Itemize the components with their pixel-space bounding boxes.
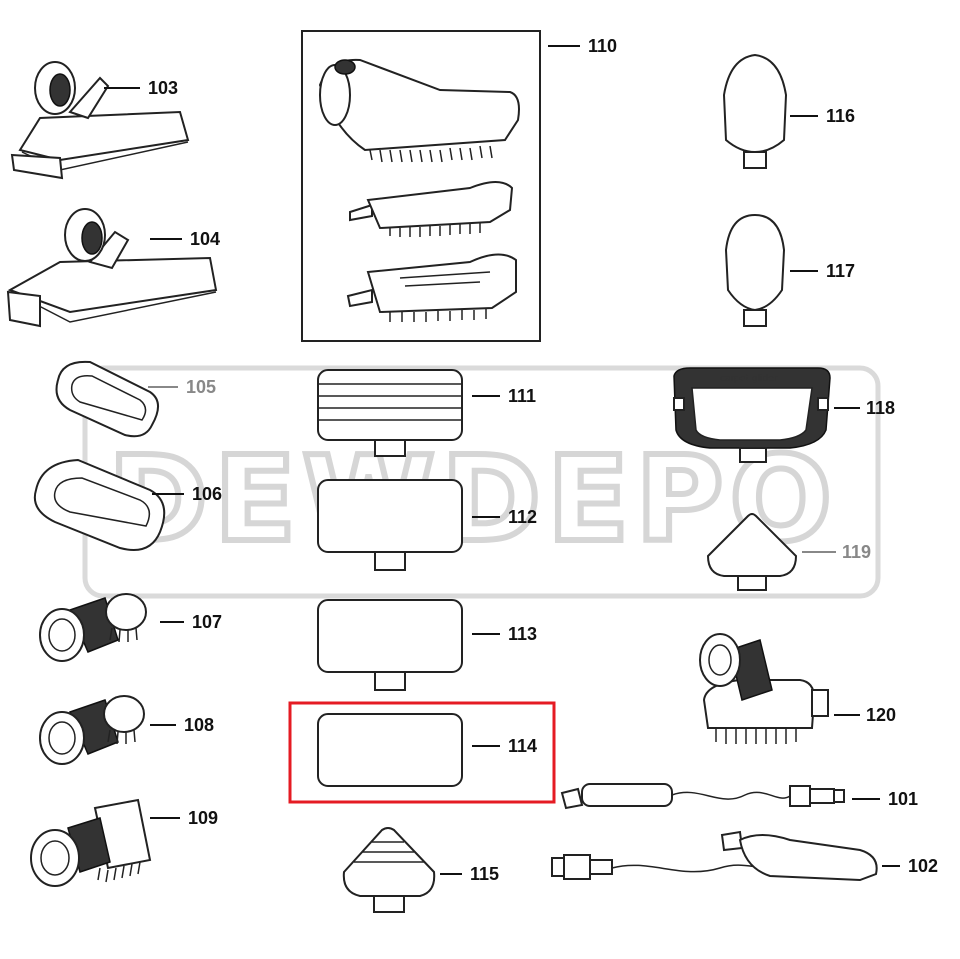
label-120[interactable]: 120 [866,705,896,725]
label-101[interactable]: 101 [888,789,918,809]
label-110[interactable]: 110 [588,36,617,56]
part-104-floor-tool[interactable] [6,208,218,328]
part-105-pad[interactable] [55,360,159,438]
part-102-hose-handle[interactable] [551,830,878,882]
label-107[interactable]: 107 [192,612,222,632]
part-111-pad[interactable] [317,369,463,457]
label-113[interactable]: 113 [508,624,537,644]
label-119[interactable]: 119 [842,542,871,562]
label-106[interactable]: 106 [192,484,222,504]
part-117-nozzle-cap[interactable] [724,213,786,327]
part-113-pad[interactable] [317,599,463,691]
part-106-pad[interactable] [33,458,166,551]
part-101-hose[interactable] [560,783,845,810]
label-103[interactable]: 103 [148,78,178,98]
label-111[interactable]: 111 [508,386,536,406]
part-110-frame [301,30,541,342]
label-116[interactable]: 116 [826,106,855,126]
part-110-steam-tool-assembly[interactable] [318,58,520,322]
label-104[interactable]: 104 [190,229,220,249]
part-118-carpet-glider[interactable]: carpet glider [673,367,831,463]
part-116-nozzle-cap[interactable] [722,53,788,169]
watermark-text: DEWDEPO [108,430,838,568]
label-108[interactable]: 108 [184,715,214,735]
carpet-glider-text: carpet glider [720,374,778,384]
watermark: DEWDEPO [82,365,881,599]
label-118[interactable]: 118 [866,398,895,418]
part-120-upholstery-tool[interactable] [699,633,829,744]
part-109-bristle-brush[interactable] [30,798,152,887]
part-112-pad[interactable] [317,479,463,571]
label-115[interactable]: 115 [470,864,499,884]
part-108-brush-tool[interactable] [39,695,145,765]
part-103-wide-upholstery-tool[interactable] [10,61,190,180]
part-119-triangle-nozzle[interactable] [706,513,798,591]
label-114[interactable]: 114 [508,736,537,756]
part-115-triangle-nozzle[interactable] [342,827,436,913]
label-109[interactable]: 109 [188,808,218,828]
part-114-pad[interactable] [317,713,463,787]
label-117[interactable]: 117 [826,261,855,281]
highlight-box-114 [288,701,556,804]
label-112[interactable]: 112 [508,507,537,527]
label-102[interactable]: 102 [908,856,938,876]
label-105[interactable]: 105 [186,377,216,397]
part-107-brush-tool[interactable] [39,593,147,662]
